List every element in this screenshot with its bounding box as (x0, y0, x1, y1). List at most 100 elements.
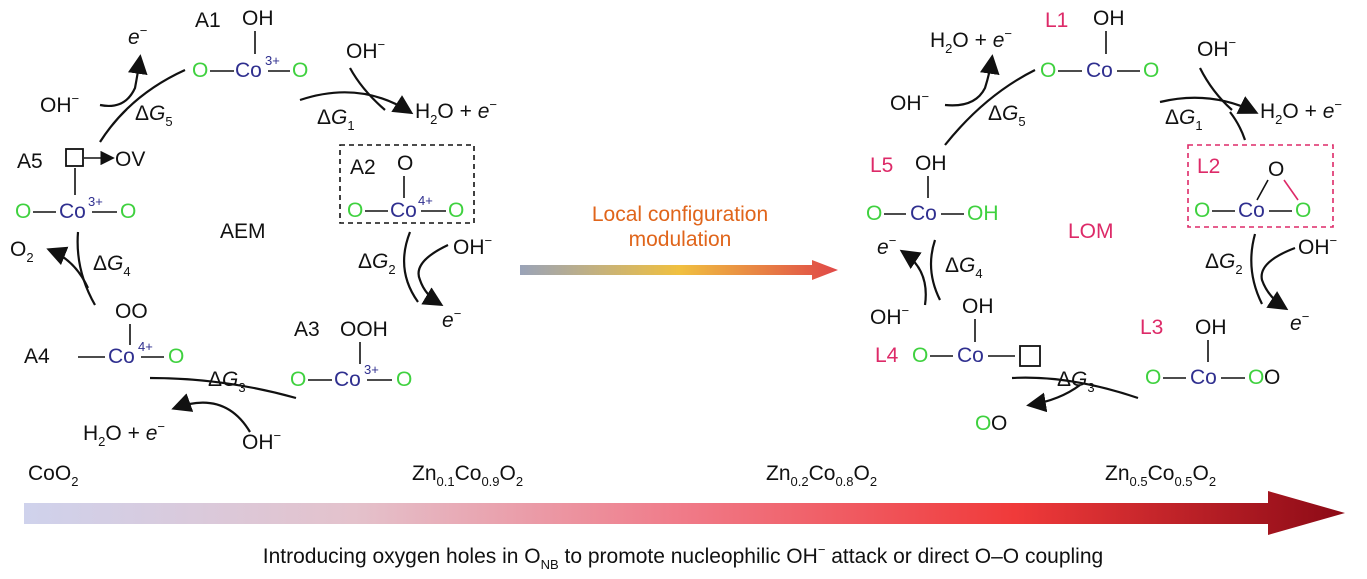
aem-dG5-product: e− (128, 23, 147, 49)
composition-labels: CoO2 Zn0.1Co0.9O2 Zn0.2Co0.8O2 Zn0.5Co0.… (28, 462, 1216, 489)
lom-dG1-cycle-arrow (1159, 96, 1259, 114)
A3-left-O: O (290, 368, 306, 391)
lom-dG4-step: e− OH− ΔG4 (870, 233, 983, 329)
lom-dG5-step: H2O + e− OH− ΔG5 (890, 26, 1036, 146)
lom-dG5-reactant: OH− (890, 89, 929, 115)
lom-dG1-product: H2O + e− (1260, 97, 1342, 127)
A2-left-O: O (347, 199, 363, 222)
L2-left-O: O (1194, 199, 1210, 222)
L3-left-O: O (1145, 366, 1161, 389)
aem-dG1-product: H2O + e− (415, 97, 497, 127)
L3-right-O-a: O (1248, 366, 1264, 389)
aem-dG3-label: ΔG3 (208, 368, 246, 395)
A3-top-OOH: OOH (340, 318, 388, 341)
lom-dG1-step: OH− ΔG1 H2O + e− (1159, 35, 1342, 141)
lom-dG1-label: ΔG1 (1165, 106, 1203, 133)
L3-right-O-b: O (1264, 366, 1280, 389)
lom-dG2-electron-outlet (1260, 246, 1296, 311)
A2-charge: 4+ (418, 193, 433, 208)
bottom-caption: Introducing oxygen holes in ONB to promo… (263, 542, 1103, 572)
aem-dG5-step: e− OH− ΔG5 (40, 23, 186, 143)
composition-zn01: Zn0.1Co0.9O2 (412, 462, 523, 489)
aem-dG4-product: O2 (10, 238, 34, 265)
aem-dG3-reactant: OH− (242, 428, 281, 454)
lom-dG4-reactant: OH− (870, 303, 909, 329)
lom-dG2-reactant: OH− (1298, 233, 1337, 259)
lom-dG2-product: e− (1290, 309, 1309, 335)
A3-Co: Co (334, 368, 361, 391)
composition-gradient-arrow (24, 491, 1345, 535)
A1-label: A1 (195, 9, 221, 32)
L3-Co: Co (1190, 366, 1217, 389)
A5-Co: Co (59, 200, 86, 223)
aem-dG3-cycle-curve (149, 376, 297, 400)
L1-label: L1 (1045, 9, 1068, 32)
aem-dG1-cycle-arrow (299, 91, 414, 115)
A4-Co: Co (108, 345, 135, 368)
aem-dG4-cycle-curve (76, 231, 96, 306)
L2-O-O-bond (1283, 179, 1299, 201)
aem-dG3-step: ΔG3 H2O + e− OH− (83, 368, 297, 454)
aem-dG2-step: ΔG2 OH− e− (358, 231, 492, 332)
aem-dG4-step: O2 ΔG4 (10, 231, 131, 306)
A2-right-O: O (448, 199, 464, 222)
lom-dG5-water-outlet (944, 54, 1000, 107)
A4-charge: 4+ (138, 339, 153, 354)
lom-dG3-label: ΔG3 (1057, 368, 1095, 395)
L2-top-O: O (1268, 158, 1284, 181)
L2-Co: Co (1238, 199, 1265, 222)
L1-left-O: O (1040, 59, 1056, 82)
aem-dG2-label: ΔG2 (358, 250, 396, 277)
L2-label: L2 (1197, 155, 1220, 178)
L4-label: L4 (875, 344, 899, 367)
L1-right-O: O (1143, 59, 1159, 82)
L4-left-O: O (912, 344, 928, 367)
A2-label: A2 (350, 156, 376, 179)
lom-dG3-cycle-curve (1011, 376, 1139, 400)
transition-text-line2: modulation (629, 228, 732, 251)
A5-OV: OV (115, 148, 145, 171)
lom-dG5-cycle-curve (944, 69, 1036, 146)
L5-left-O: O (866, 202, 882, 225)
L4-top-OH: OH (962, 295, 994, 318)
lom-dG1-reactant: OH− (1197, 35, 1236, 61)
A5-left-O: O (15, 200, 31, 223)
composition-zn05: Zn0.5Co0.5O2 (1105, 462, 1216, 489)
aem-dG2-electron-outlet (417, 244, 449, 307)
A1-left-O: O (192, 59, 208, 82)
L2-right-O: O (1295, 199, 1311, 222)
aem-dG1-step: OH− ΔG1 H2O + e− (299, 37, 497, 133)
lom-dG1-cycle-tail (1229, 111, 1247, 141)
L2-dashed-box (1187, 144, 1334, 228)
L2-O-Co-bond (1256, 179, 1269, 201)
aem-dG4-label: ΔG4 (93, 252, 131, 279)
composition-zn02: Zn0.2Co0.8O2 (766, 462, 877, 489)
aem-A2-intermediate: A2 O O Co 4+ O (339, 144, 475, 224)
aem-dG2-cycle-curve (403, 231, 419, 303)
A4-top-OO: OO (115, 300, 148, 323)
lom-dG3-step: ΔG3 O O (975, 368, 1139, 435)
lom-dG4-label: ΔG4 (945, 254, 983, 281)
L5-top-OH: OH (915, 152, 947, 175)
A4-label: A4 (24, 345, 50, 368)
A1-Co: Co (235, 59, 262, 82)
aem-dG5-cycle-curve (99, 68, 186, 143)
lom-cycle: L1 OH O Co O OH− ΔG1 H2O + e− L2 O O (866, 7, 1342, 435)
aem-dG5-reactant: OH− (40, 91, 79, 117)
lom-dG5-label: ΔG5 (988, 102, 1026, 129)
lom-dG2-step: ΔG2 OH− e− (1205, 233, 1337, 335)
transition-text-line1: Local configuration (592, 203, 768, 226)
lom-dG3-product-O-b: O (991, 412, 1007, 435)
lom-dG3-o2-outlet (1026, 384, 1081, 413)
aem-A4-intermediate: OO A4 Co 4+ O (24, 300, 184, 368)
L5-right-OH: OH (967, 202, 999, 225)
lom-L2-intermediate: L2 O O Co O (1187, 144, 1334, 228)
lom-dG4-product: e− (877, 233, 896, 259)
lom-dG4-cycle-curve (929, 239, 941, 301)
aem-A5-intermediate: A5 OV O Co 3+ O (15, 148, 145, 223)
A2-top-O: O (397, 152, 413, 175)
aem-dG2-reactant: OH− (453, 233, 492, 259)
aem-dG3-product: H2O + e− (83, 419, 165, 449)
A3-label: A3 (294, 318, 320, 341)
L3-label: L3 (1140, 316, 1163, 339)
